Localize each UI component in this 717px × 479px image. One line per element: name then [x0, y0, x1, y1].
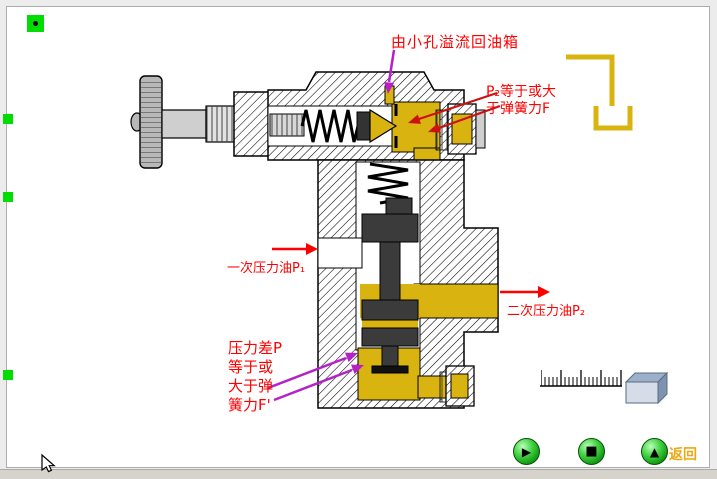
pressure-diff-arrow-1	[267, 356, 347, 390]
valve-body	[317, 159, 499, 409]
green-marker-main	[27, 15, 44, 32]
play-icon: ▶	[521, 444, 532, 459]
marker-dot	[33, 21, 38, 26]
label-overflow-to-tank: 由小孔溢流回油箱	[391, 33, 520, 51]
up-button[interactable]: ▲	[641, 438, 668, 465]
stop-icon: ■	[585, 444, 598, 459]
p2-annotation-arrow-2	[438, 104, 501, 130]
tank-symbol	[593, 106, 633, 131]
stop-button[interactable]: ■	[578, 438, 605, 465]
annotation-arrows	[267, 49, 396, 402]
label-secondary-oil: 二次压力油P₂	[507, 304, 586, 319]
label-p2-spring-force: P₂等于或大 于弹簧力F	[486, 84, 556, 118]
bottom-fitting	[439, 365, 475, 407]
spool-top	[385, 197, 413, 217]
outlet-port	[413, 283, 499, 319]
green-marker-left-3	[3, 370, 13, 380]
spool-land-b	[361, 299, 419, 321]
label-p2-line2: 于弹簧力F	[486, 101, 551, 117]
green-marker-left-1	[3, 114, 13, 124]
p2-annotation-arrow-1	[418, 91, 498, 121]
block-3d	[624, 371, 669, 405]
window-bottom-edge	[0, 469, 717, 479]
tank-pipe	[566, 54, 633, 131]
green-marker-left-2	[3, 192, 13, 202]
label-pdiff-line1: 压力差P	[228, 339, 283, 357]
pressure-diff-arrow-2	[273, 368, 353, 402]
ruler-scale	[540, 370, 622, 387]
overflow-arrow	[387, 49, 396, 83]
label-pdiff-line2: 等于或	[228, 358, 274, 376]
handwheel	[130, 75, 237, 169]
flow-arrows	[272, 91, 550, 298]
pilot-spring	[300, 109, 360, 143]
adjusting-nut	[233, 91, 271, 157]
spool-land-c	[361, 327, 419, 347]
mouse-cursor	[41, 453, 56, 473]
poppet-cone	[369, 108, 398, 144]
label-primary-oil: 一次压力油P₁	[227, 261, 306, 276]
label-pdiff-line3: 大于弹	[228, 377, 274, 395]
spool-stem	[379, 241, 401, 303]
label-pdiff-line4: 簧力F'	[228, 396, 271, 414]
top-fitting	[435, 103, 486, 155]
poppet-chamber	[391, 101, 441, 153]
spring-seat	[356, 111, 371, 141]
spool-land-a	[361, 213, 419, 243]
label-pressure-difference: 压力差P 等于或 大于弹 簧力F'	[228, 339, 282, 415]
up-arrow-icon: ▲	[649, 444, 660, 459]
play-button[interactable]: ▶	[513, 438, 540, 465]
return-button[interactable]: 返回	[669, 447, 697, 463]
valve-cap	[267, 71, 465, 169]
label-p2-line1: P₂等于或大	[486, 84, 557, 100]
inlet-port	[317, 237, 363, 269]
